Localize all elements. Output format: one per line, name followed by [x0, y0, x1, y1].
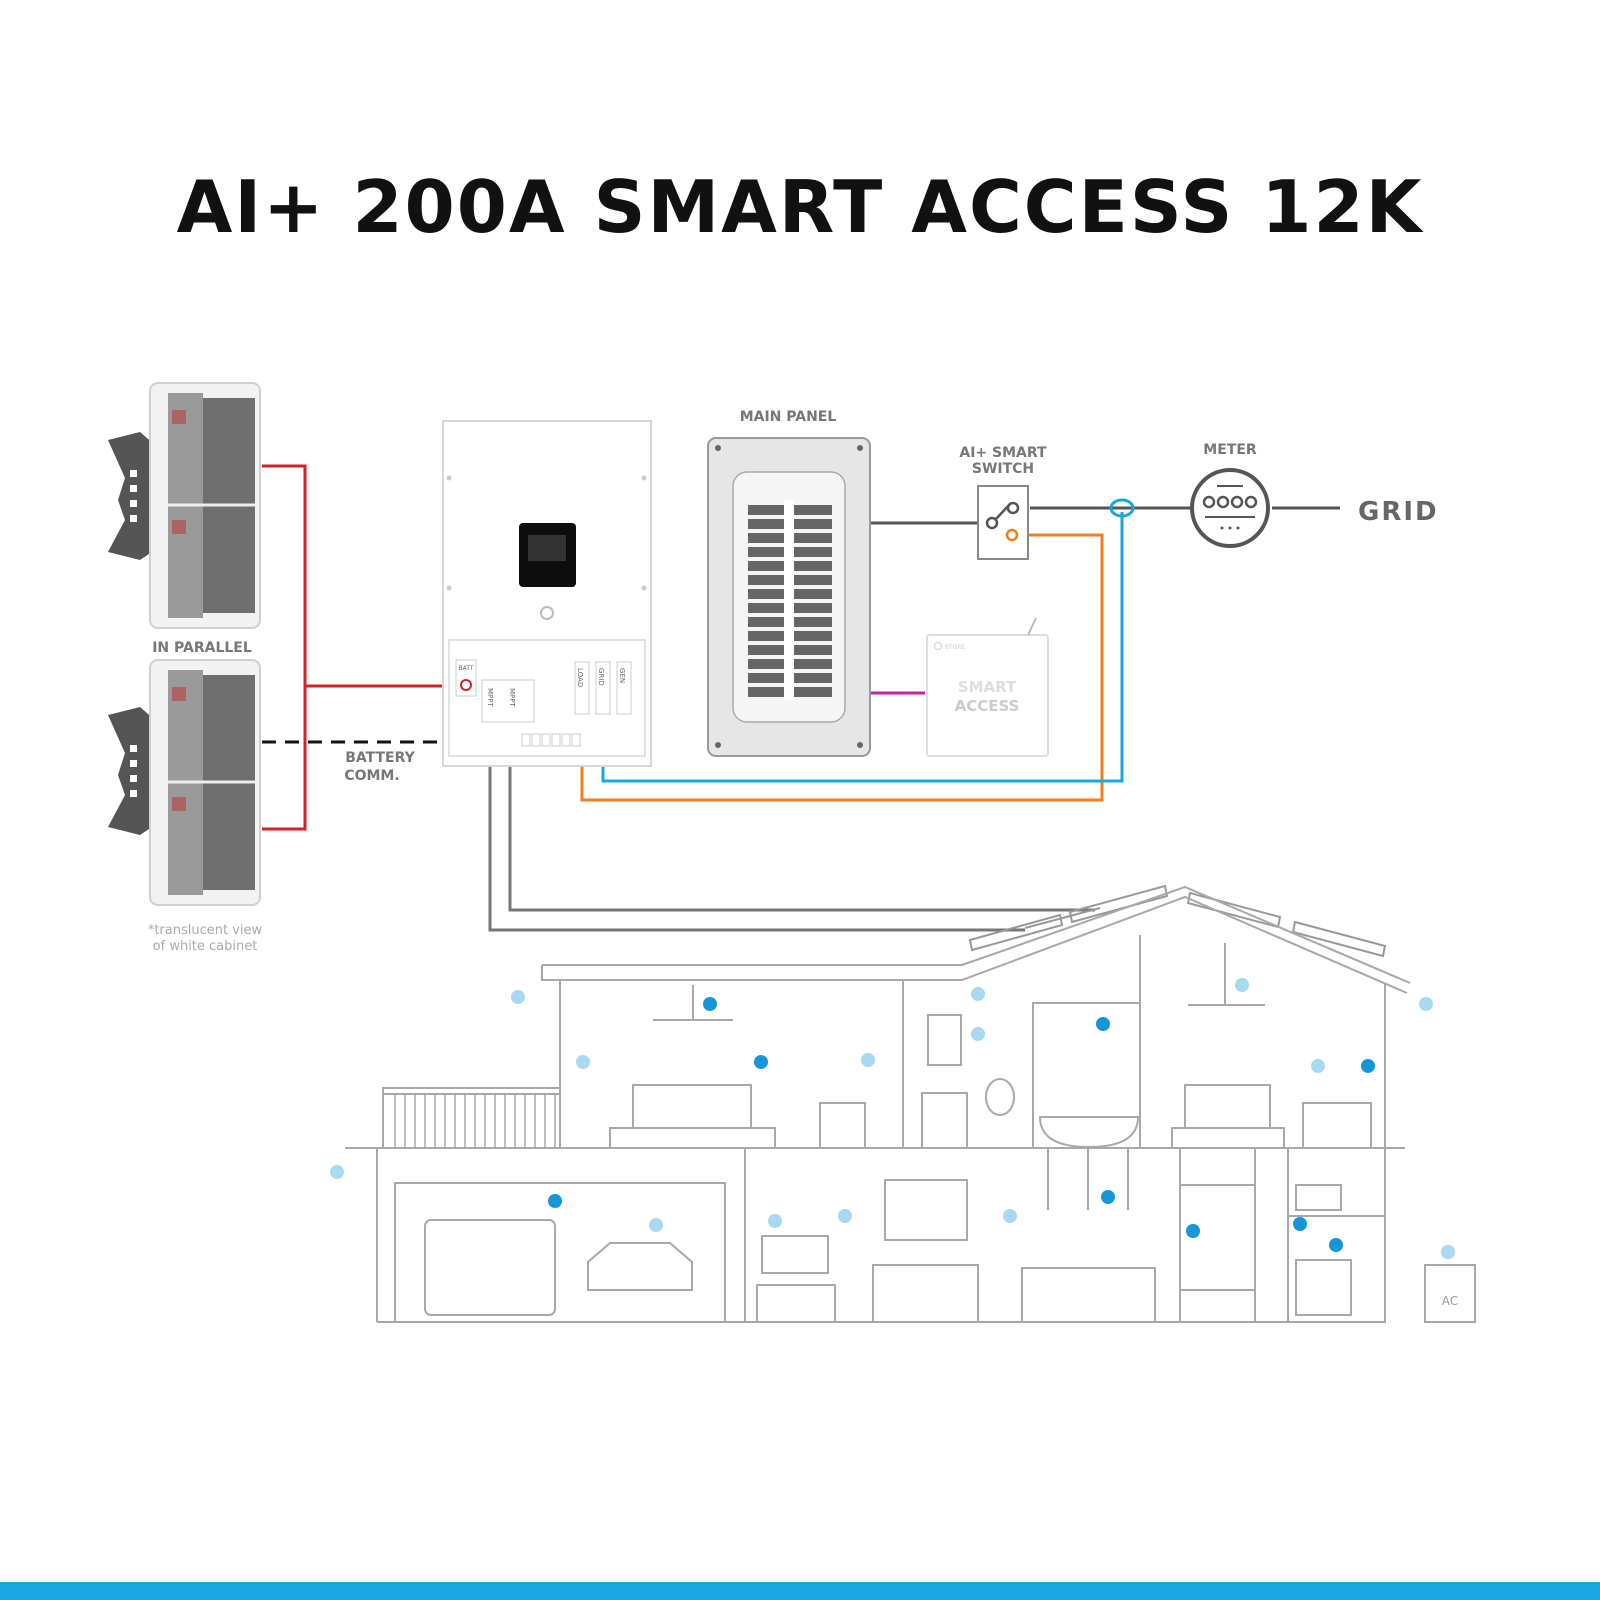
in-parallel-label: IN PARALLEL	[152, 640, 252, 656]
load-dot-active	[754, 1055, 768, 1069]
breaker	[794, 575, 832, 585]
breaker	[794, 631, 832, 641]
load-dot-inactive	[511, 990, 525, 1004]
breaker	[748, 533, 786, 543]
breaker	[748, 673, 786, 683]
battery-top	[108, 382, 261, 629]
load-dot-inactive	[971, 1027, 985, 1041]
page-title: AI+ 200A SMART ACCESS 12K	[176, 165, 1424, 249]
translucent-note-line2: of white cabinet	[153, 939, 258, 954]
port-load: LOAD	[576, 668, 584, 687]
load-dot-inactive	[1003, 1209, 1017, 1223]
utility-meter	[1190, 468, 1270, 548]
pv-wire-1	[488, 718, 1025, 932]
house	[345, 884, 1476, 1323]
load-dot-active	[1329, 1238, 1343, 1252]
port-mppt1: MPPT	[486, 688, 494, 707]
port-gen: GEN	[618, 668, 626, 683]
breaker	[748, 631, 786, 641]
breaker	[794, 547, 832, 557]
bottom-accent-bar	[0, 1582, 1600, 1600]
breaker	[794, 617, 832, 627]
load-dot-active	[1361, 1059, 1375, 1073]
load-dot-inactive	[768, 1214, 782, 1228]
car	[587, 1242, 693, 1291]
load-dot-active	[548, 1194, 562, 1208]
breaker	[794, 589, 832, 599]
breaker	[794, 519, 832, 529]
load-dot-active	[1101, 1190, 1115, 1204]
smart-access-unit: STORE SMART ACCESS	[926, 617, 1049, 757]
grid-label: GRID	[1358, 497, 1439, 527]
smart-access-label-line1: SMART	[958, 678, 1017, 696]
main-panel-label: MAIN PANEL	[740, 409, 837, 425]
battery-dc-wire	[262, 464, 307, 831]
breaker	[748, 519, 786, 529]
load-dot-active	[1186, 1224, 1200, 1238]
load-dot-inactive	[1419, 997, 1433, 1011]
breaker	[748, 687, 786, 697]
ac-unit-label: AC	[1442, 1294, 1458, 1308]
breaker	[748, 547, 786, 557]
port-grid: GRID	[597, 668, 605, 686]
ac-unit	[1424, 1264, 1476, 1323]
load-dot-inactive	[1441, 1245, 1455, 1259]
load-dot-inactive	[1235, 978, 1249, 992]
breaker	[748, 659, 786, 669]
load-dot-inactive	[838, 1209, 852, 1223]
port-batt: BATT	[459, 665, 474, 672]
translucent-note-line1: *translucent view	[148, 923, 263, 938]
smart-access-label-line2: ACCESS	[955, 697, 1020, 715]
load-indicator-dots	[330, 978, 1455, 1259]
battery-comm-label-line2: COMM.	[344, 768, 399, 784]
breaker	[794, 561, 832, 571]
breaker	[748, 645, 786, 655]
jeep	[424, 1219, 556, 1316]
breaker	[748, 575, 786, 585]
load-dot-inactive	[649, 1218, 663, 1232]
breaker	[748, 603, 786, 613]
breaker	[794, 673, 832, 683]
load-dot-active	[1293, 1217, 1307, 1231]
pv-wire-2	[508, 718, 1095, 912]
breaker	[794, 505, 832, 515]
breaker	[794, 659, 832, 669]
breaker	[748, 589, 786, 599]
store-tag: STORE	[945, 644, 965, 651]
load-dot-inactive	[1311, 1059, 1325, 1073]
breaker	[748, 561, 786, 571]
load-dot-active	[1096, 1017, 1110, 1031]
breaker	[794, 533, 832, 543]
breaker	[794, 603, 832, 613]
load-dot-inactive	[861, 1053, 875, 1067]
battery-comm-label-line1: BATTERY	[345, 750, 415, 766]
breaker	[748, 617, 786, 627]
meter-label: METER	[1203, 442, 1257, 458]
load-dot-inactive	[330, 1165, 344, 1179]
inverter: BATT MPPT MPPT LOAD GRID GEN	[442, 420, 652, 767]
breaker	[748, 505, 786, 515]
port-mppt2: MPPT	[508, 688, 516, 707]
smart-switch-label-line2: SWITCH	[972, 461, 1034, 477]
breaker	[794, 645, 832, 655]
load-dot-active	[703, 997, 717, 1011]
breaker	[794, 687, 832, 697]
smart-switch	[977, 485, 1029, 560]
load-wire	[580, 533, 1104, 802]
smart-switch-label-line1: AI+ SMART	[959, 445, 1047, 461]
ct-clamp	[1109, 498, 1135, 518]
battery-bottom	[108, 659, 261, 906]
load-dot-inactive	[971, 987, 985, 1001]
load-dot-inactive	[576, 1055, 590, 1069]
main-panel	[707, 437, 871, 757]
